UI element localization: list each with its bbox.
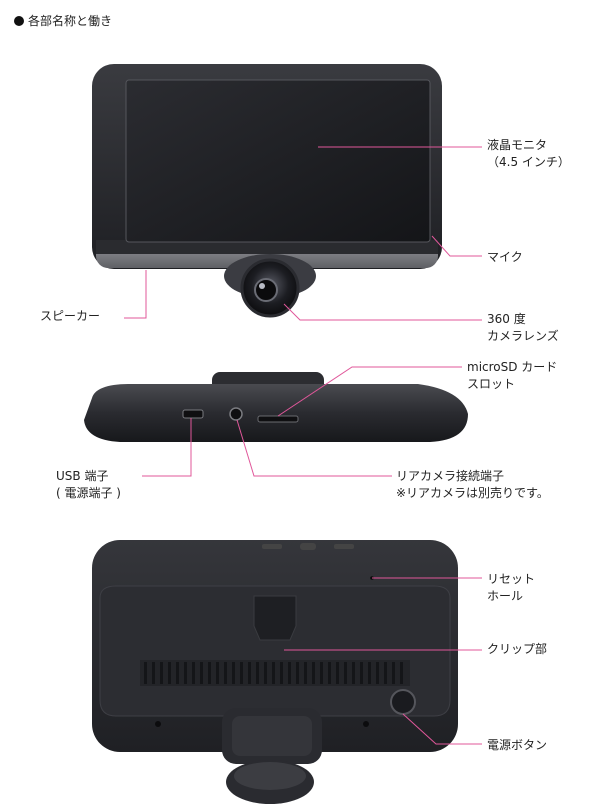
heading-text: 各部名称と働き bbox=[28, 14, 113, 28]
label-360-lens-line1: 360 度 bbox=[487, 312, 526, 326]
label-lcd-monitor-line1: 液晶モニタ bbox=[487, 138, 548, 152]
label-360-lens-line2: カメラレンズ bbox=[487, 329, 559, 343]
side-body bbox=[84, 384, 468, 442]
side-view bbox=[84, 372, 468, 442]
label-rear-camera-line1: リアカメラ接続端子 bbox=[396, 469, 505, 483]
label-360-lens: 360 度 カメラレンズ bbox=[487, 311, 559, 345]
label-microsd-line2: スロット bbox=[467, 377, 516, 391]
label-usb-port: USB 端子 ( 電源端子 ) bbox=[56, 468, 121, 502]
page-heading: 各部名称と働き bbox=[14, 13, 112, 30]
bullet-icon bbox=[14, 16, 24, 26]
label-clip: クリップ部 bbox=[487, 642, 548, 656]
rear-camera-jack bbox=[229, 407, 243, 421]
usb-port bbox=[182, 409, 204, 419]
clip-part bbox=[253, 595, 297, 641]
vent-slots bbox=[140, 660, 410, 686]
label-microsd-slot: microSD カード スロット bbox=[467, 359, 557, 393]
label-rear-camera: リアカメラ接続端子 ※リアカメラは別売りです。 bbox=[396, 468, 549, 502]
label-speaker: スピーカー bbox=[40, 309, 101, 323]
label-usb-line1: USB 端子 bbox=[56, 469, 109, 483]
label-lcd-monitor: 液晶モニタ （4.5 インチ） bbox=[487, 137, 570, 171]
label-microsd-line1: microSD カード bbox=[467, 360, 558, 374]
label-reset-hole: リセット ホール bbox=[487, 571, 535, 605]
label-reset-line2: ホール bbox=[487, 589, 524, 603]
label-reset-line1: リセット bbox=[487, 572, 536, 586]
lcd-screen bbox=[125, 79, 431, 243]
label-lcd-monitor-line2: （4.5 インチ） bbox=[487, 155, 570, 169]
power-button bbox=[390, 689, 416, 715]
front-view bbox=[92, 64, 442, 318]
microsd-slot bbox=[257, 415, 299, 423]
back-view bbox=[92, 540, 458, 804]
label-usb-line2: ( 電源端子 ) bbox=[56, 486, 121, 500]
reset-hole bbox=[370, 576, 374, 580]
label-power-button: 電源ボタン bbox=[487, 738, 548, 752]
label-mic: マイク bbox=[487, 250, 523, 264]
label-rear-camera-line2: ※リアカメラは別売りです。 bbox=[396, 486, 549, 500]
